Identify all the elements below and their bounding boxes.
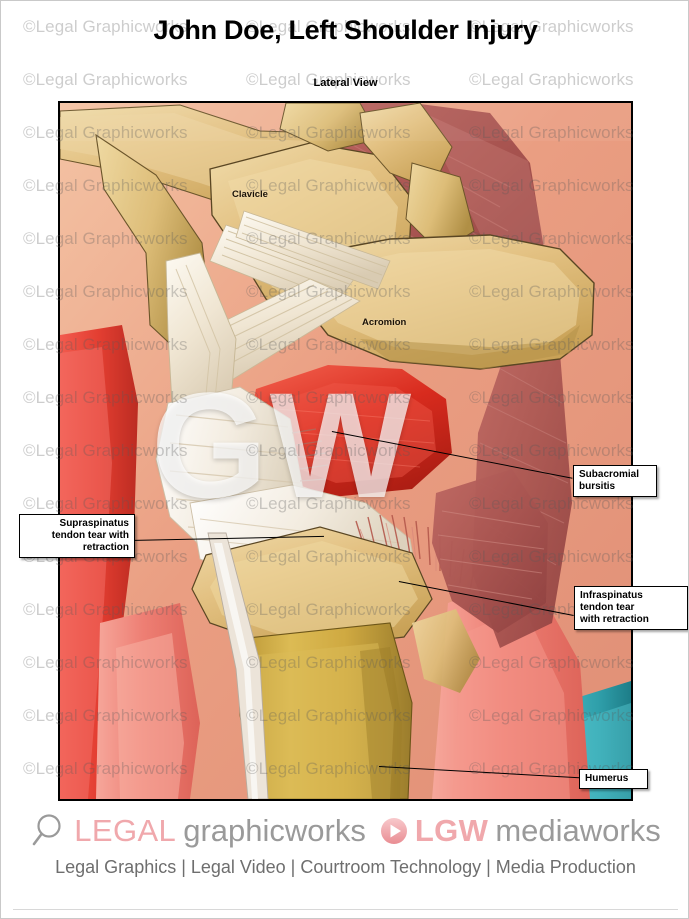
page-title: John Doe, Left Shoulder Injury — [153, 15, 538, 45]
brand-lgw: LGW — [414, 813, 489, 848]
footer-tagline: Legal Graphics | Legal Video | Courtroom… — [55, 857, 636, 877]
anatomy-illustration: Clavicle Acromion — [58, 101, 633, 801]
play-circle-icon — [380, 818, 407, 844]
callout-subacromial-bursitis[interactable]: Subacromial bursitis — [573, 465, 657, 497]
callout-humerus[interactable]: Humerus — [579, 769, 648, 789]
brand-row: LEGAL graphicworks LGW mediaworks — [1, 807, 688, 855]
shoulder-anatomy-svg — [60, 103, 631, 799]
label-clavicle: Clavicle — [232, 189, 268, 200]
callout-infraspinatus-tendon-tear[interactable]: Infraspinatus tendon tear with retractio… — [574, 586, 688, 630]
label-acromion: Acromion — [362, 317, 407, 328]
brand-legal: LEGAL — [74, 813, 177, 848]
footer: LEGAL graphicworks LGW mediaworks Legal … — [1, 805, 688, 918]
magnifier-icon — [32, 814, 61, 846]
brand-graphicworks: graphicworks — [183, 813, 366, 848]
callout-supraspinatus-tendon-tear[interactable]: Supraspinatus tendon tear with retractio… — [19, 514, 135, 558]
view-subtitle: Lateral View — [313, 77, 378, 89]
footer-divider — [13, 909, 678, 910]
brand-mediaworks: mediaworks — [495, 813, 661, 848]
